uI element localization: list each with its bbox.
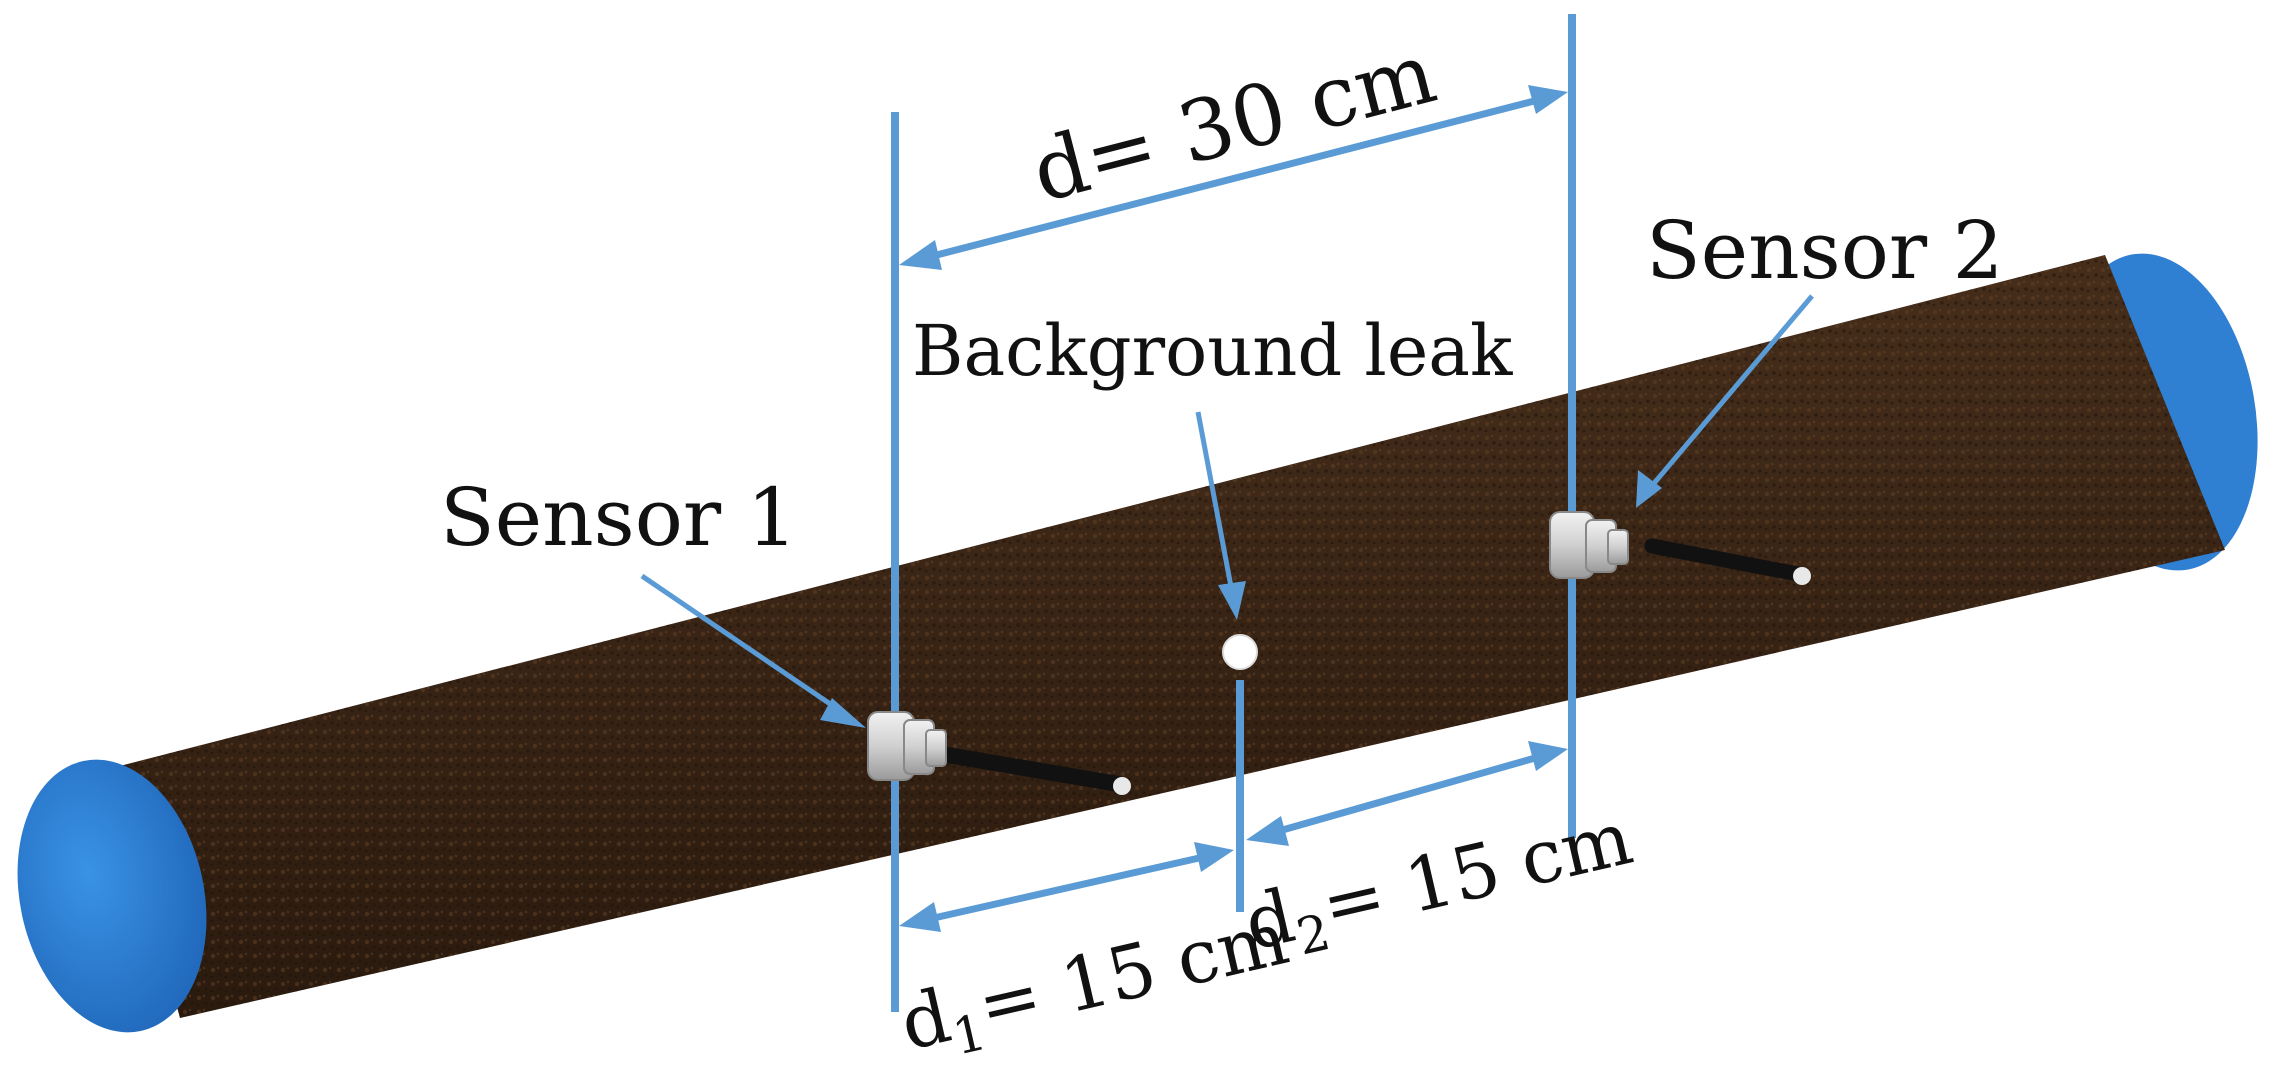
total-distance-arrow — [924, 95, 1543, 262]
d1-symbol: d — [893, 973, 959, 1067]
background-leak-marker — [1222, 634, 1258, 670]
d1-arrow — [924, 852, 1209, 924]
sensor2-cable — [1644, 538, 1806, 582]
reference-lines — [891, 14, 1576, 1012]
arrowhead — [1636, 470, 1662, 508]
total-distance-label: d= 30 cm — [1022, 24, 1445, 222]
dimension-arrows — [899, 85, 1568, 932]
d2-arrow — [1271, 752, 1543, 837]
d2-value: = 15 cm — [1314, 795, 1640, 950]
arrowhead — [1246, 816, 1289, 846]
sensor1-pointer — [640, 573, 844, 715]
sensor-2 — [1549, 511, 1811, 585]
arrowhead — [1218, 581, 1246, 620]
sensor2-pointer — [1648, 294, 1814, 490]
background-leak-label: Background leak — [912, 310, 1513, 392]
arrowhead — [1528, 85, 1568, 114]
leak-pointer — [1195, 411, 1235, 593]
arrowhead — [899, 240, 942, 270]
arrowhead — [1528, 741, 1568, 771]
sensor1-label: Sensor 1 — [440, 471, 797, 564]
pipe — [112, 255, 2225, 1018]
arrowhead — [899, 902, 941, 932]
pipe-end-cap-left — [17, 759, 207, 1033]
arrowhead — [820, 698, 866, 728]
arrowhead — [1194, 842, 1234, 872]
sensor-1 — [867, 711, 1131, 795]
sensor1-cable — [922, 744, 1126, 792]
d1-label: d1= 15 cm — [893, 895, 1299, 1069]
label-pointers — [640, 294, 1814, 728]
sensor2-label: Sensor 2 — [1646, 204, 2003, 297]
